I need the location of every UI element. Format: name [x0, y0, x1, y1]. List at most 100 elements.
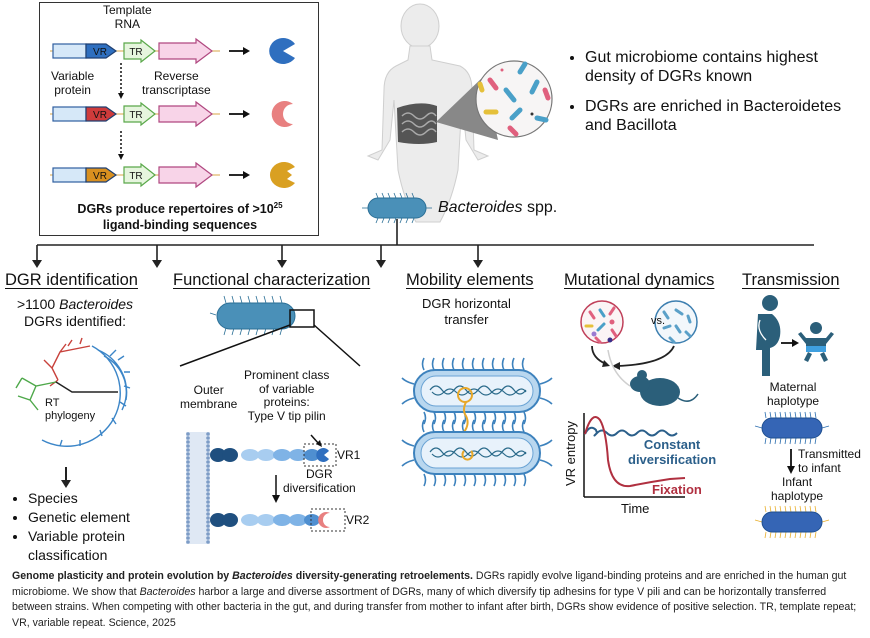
infant-haplotype-bacterium: [761, 511, 823, 533]
tree-green-clade: [15, 377, 57, 411]
constant-diversification-label: Constant diversification: [628, 437, 717, 467]
constant-diversification-line: [584, 426, 678, 437]
bacteroides-community-circle: [654, 300, 698, 344]
arrow-right-icon: [243, 47, 250, 55]
microbes: [477, 61, 551, 137]
caption-text: DGRs rapidly evolve ligand-binding prote…: [12, 570, 847, 598]
infant-icon: [798, 322, 834, 362]
caption-text: harbor a large and diverse assortment of…: [12, 585, 857, 629]
transfer-arrow: [781, 339, 799, 347]
template-rna-label: Template RNA: [103, 3, 152, 31]
repertoire-summary: DGRs produce repertoires of >1025 ligand…: [44, 198, 316, 233]
outer-membrane-icon: [186, 432, 210, 544]
dgr-mechanism-inset: [39, 2, 319, 236]
diversification-dotted-arrow: [118, 63, 124, 99]
vr-segment: [85, 43, 118, 59]
outcome-item: Species: [28, 489, 178, 508]
count-prefix: >1100: [16, 296, 60, 312]
tree-arrowheads: [32, 260, 483, 268]
arrow-down-icon: [118, 93, 124, 99]
branch-tree: [32, 192, 814, 268]
arrow-down-icon: [277, 260, 287, 268]
caption-title-part: Genome plasticity and protein evolution …: [12, 570, 233, 582]
ligand-binding-protein-icon: [271, 101, 293, 128]
reverse-transcriptase-gene: [158, 37, 213, 65]
outcome-item: Variable protein classification: [28, 527, 178, 565]
vr1-label: VR1: [337, 448, 361, 462]
dgr-diversification-label: DGR diversification: [283, 467, 356, 495]
arrow-icon: [602, 360, 610, 367]
vr-label: VR: [93, 47, 107, 58]
arrow-right-icon: [792, 339, 799, 347]
ligand-binding-protein-icon: [269, 38, 295, 65]
chromosome: [429, 447, 527, 458]
caption-italic: Bacteroides: [139, 585, 196, 598]
outer-membrane-label: Outer membrane: [180, 383, 238, 411]
zoom-line-left: [179, 324, 291, 367]
arrow-down-icon: [61, 480, 71, 488]
variable-protein-label: Variable protein: [51, 69, 95, 97]
rod-bacterium-icon: [209, 295, 296, 336]
diversification-dotted-arrow: [118, 131, 124, 160]
intestines: [397, 103, 437, 144]
reverse-transcriptase-label: Reverse transcriptase: [142, 69, 211, 97]
diverse-community-circle: [580, 300, 624, 344]
reverse-transcriptase-gene: [158, 161, 213, 189]
arrow-down-icon: [118, 154, 124, 160]
human-gut-illustration: [366, 3, 553, 223]
horizontal-transfer-illustration: [401, 357, 553, 487]
heading-mutational-dynamics: Mutational dynamics: [564, 271, 715, 289]
rt-phylogeny-tree: [15, 337, 131, 488]
tree-root-branch: [55, 381, 118, 393]
arrow-right-icon: [243, 171, 250, 179]
entropy-plot: [583, 413, 686, 498]
pregnant-mother-icon: [756, 295, 781, 376]
vr2-label: VR2: [346, 513, 370, 527]
heading-mobility-elements: Mobility elements: [406, 271, 534, 289]
arrow-down-icon: [473, 260, 483, 268]
gavage-tube: [607, 349, 631, 387]
rt-phylogeny-label: RT phylogeny: [45, 397, 96, 422]
identified-count: >1100 Bacteroides DGRs identified:: [10, 296, 140, 330]
gut-facts-list: Gut microbiome contains highest density …: [565, 48, 865, 135]
root-label: Bacteroides spp.: [438, 199, 557, 217]
recipient-cell: [413, 431, 541, 475]
figure-caption: Genome plasticity and protein evolution …: [12, 569, 862, 631]
arrow-down-icon: [32, 260, 42, 268]
pilin-chain-2: [210, 508, 346, 532]
vs-label: vs.: [651, 315, 666, 327]
vr-label: VR: [93, 110, 107, 121]
fixation-label: Fixation: [652, 482, 702, 497]
transmitted-arrow: [787, 449, 795, 474]
mouse-icon: [630, 370, 699, 406]
outcome-item: Genetic element: [28, 508, 178, 527]
tr-segment: [123, 162, 156, 188]
prominent-class-label: Prominent class of variable proteins: Ty…: [244, 368, 330, 423]
vr-segment: [85, 167, 118, 183]
arrow-icon: [612, 362, 620, 370]
identification-arrow: [61, 467, 71, 488]
chromosome: [429, 385, 527, 396]
tr-segment: [123, 38, 156, 64]
arrow-gavage-right: [617, 345, 675, 367]
tr-segment: [123, 101, 156, 127]
summary-exponent: 25: [273, 201, 283, 210]
mutational-dynamics-illustration: [580, 300, 699, 498]
arrow-down-icon: [272, 495, 280, 503]
root-suffix: spp.: [522, 199, 558, 216]
summary-line-1: DGRs produce repertoires of >10: [77, 202, 274, 217]
heading-functional-characterization: Functional characterization: [173, 271, 371, 289]
donor-cell: [413, 369, 541, 413]
tr-label: TR: [129, 171, 142, 182]
arrow-down-icon: [376, 260, 386, 268]
vr1-pacman: [316, 448, 329, 462]
zoom-line-right: [313, 324, 361, 367]
heading-dgr-identification: DGR identification: [5, 271, 138, 289]
summary-line-2: ligand-binding sequences: [102, 218, 258, 233]
heading-transmission: Transmission: [742, 271, 840, 289]
root-bacterium-icon: [362, 192, 432, 224]
diversification-arrow: [272, 475, 280, 503]
